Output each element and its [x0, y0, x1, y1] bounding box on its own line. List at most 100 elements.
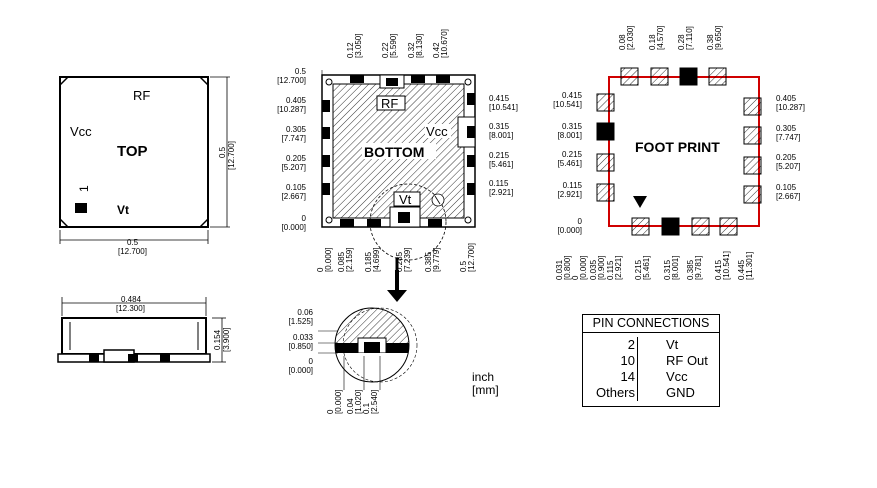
dim-inch-label: 0.18: [648, 34, 657, 50]
dim-inch-label: 0.215: [562, 150, 583, 159]
dim-inch-label: 0.215: [489, 151, 510, 160]
top-width-mm: [12.700]: [118, 247, 147, 256]
dim-mm-label: [2.667]: [776, 192, 800, 201]
pin1-triangle-icon: [633, 196, 647, 208]
pin-number: Others: [583, 385, 638, 401]
dim-mm-label: [1.525]: [289, 317, 313, 326]
dim-inch-label: 0: [302, 214, 307, 223]
dim-mm-label: [2.921]: [489, 188, 513, 197]
dim-inch-label: 0.305: [286, 125, 307, 134]
top-title: TOP: [117, 143, 148, 160]
dim-mm-label: [0.900]: [597, 256, 606, 280]
footprint-right-dims: 0.405[10.287]0.305[7.747]0.205[5.207]0.1…: [776, 94, 805, 201]
dim-mm-label: [12.700]: [467, 243, 476, 272]
side-width-mm: [12.300]: [116, 304, 145, 313]
dim-inch-label: 0.385: [686, 259, 695, 280]
dim-inch-label: 0.035: [589, 259, 598, 280]
top-rf-label: RF: [133, 88, 150, 103]
dim-mm-label: [10.541]: [553, 100, 582, 109]
dim-inch-label: 0.415: [562, 91, 583, 100]
bottom-right-dims: 0.415[10.541]0.315[8.001]0.215[5.461]0.1…: [489, 94, 518, 197]
dim-mm-label: [11.301]: [745, 252, 754, 280]
dim-inch-label: 0.405: [286, 96, 307, 105]
dim-mm-label: [3.050]: [354, 34, 363, 58]
pin-function: RF Out: [666, 353, 708, 368]
dim-inch-label: 0.105: [286, 183, 307, 192]
dim-mm-label: [4.570]: [656, 26, 665, 50]
dim-mm-label: [1.020]: [354, 390, 363, 414]
top-height-inch: 0.5: [218, 146, 227, 158]
bottom-vcc-label: Vcc: [426, 124, 448, 139]
dim-inch-label: 0.405: [776, 94, 797, 103]
units-mm: [mm]: [472, 383, 499, 397]
dim-inch-label: 0.115: [563, 181, 583, 190]
dim-mm-label: [9.779]: [432, 248, 441, 272]
dim-mm-label: [2.667]: [282, 192, 306, 201]
dim-mm-label: [5.207]: [776, 162, 800, 171]
pin-table-row: Others GND: [583, 385, 719, 401]
footprint-bottom-dims: 0.031[0.800]0[0.000]0.035[0.900]0.115[2.…: [555, 251, 754, 280]
dim-mm-label: [7.110]: [685, 26, 694, 50]
pin1-marker: [75, 203, 87, 213]
dim-mm-label: [5.461]: [558, 159, 582, 168]
top-vcc-label: Vcc: [70, 124, 92, 139]
footprint-view: FOOT PRINT 0.08[2.030]0.18[4.570]0.28[7.…: [553, 26, 805, 280]
dim-mm-label: [7.747]: [282, 134, 306, 143]
pin-function: GND: [666, 385, 695, 400]
dim-inch-label: 0.205: [286, 154, 307, 163]
dim-inch-label: 0.385: [424, 251, 433, 272]
dim-inch-label: 0.285: [395, 251, 404, 272]
dim-mm-label: [5.461]: [489, 160, 513, 169]
dim-mm-label: [5.590]: [389, 34, 398, 58]
dim-inch-label: 0.105: [776, 183, 797, 192]
dim-mm-label: [2.540]: [370, 390, 379, 414]
dim-inch-label: 0: [578, 217, 583, 226]
dim-mm-label: [5.207]: [282, 163, 306, 172]
dim-mm-label: [5.461]: [642, 256, 651, 280]
dim-mm-label: [0.800]: [563, 256, 572, 280]
dim-inch-label: 0.315: [663, 259, 672, 280]
pin-table-title: PIN CONNECTIONS: [583, 315, 719, 333]
dim-inch-label: 0.5: [459, 260, 468, 272]
dim-mm-label: [0.000]: [324, 248, 333, 272]
side-width-inch: 0.484: [121, 295, 142, 304]
dim-mm-label: [10.287]: [776, 103, 805, 112]
dim-inch-label: 0: [309, 357, 314, 366]
dim-inch-label: 0.08: [618, 34, 627, 50]
dim-inch-label: 0.085: [337, 251, 346, 272]
dim-mm-label: [0.000]: [579, 256, 588, 280]
dim-inch-label: 0.031: [555, 259, 564, 280]
footprint-top-dims: 0.08[2.030]0.18[4.570]0.28[7.110]0.38[9.…: [618, 26, 723, 50]
pin-number: 14: [583, 369, 638, 385]
detail-bottom-dims: 0[0.000]0.04[1.020]0.1[2.540]: [326, 390, 379, 414]
dim-mm-label: [0.850]: [289, 342, 313, 351]
detail-view: 0.06[1.525]0.033[0.850]0[0.000] 0[0.000]…: [289, 258, 418, 414]
dim-inch-label: 0.32: [407, 42, 416, 58]
dim-mm-label: [12.700]: [277, 76, 306, 85]
dim-mm-label: [9.781]: [694, 256, 703, 280]
dim-inch-label: 0.115: [489, 179, 509, 188]
dim-inch-label: 0.115: [606, 260, 615, 280]
top-height-mm: [12.700]: [227, 141, 236, 170]
dim-mm-label: [4.699]: [372, 248, 381, 272]
dim-inch-label: 0.445: [737, 259, 746, 280]
dim-inch-label: 0.22: [381, 42, 390, 58]
dim-inch-label: 0: [326, 409, 335, 414]
dim-inch-label: 0.12: [346, 42, 355, 58]
footprint-left-dims: 0.415[10.541]0.315[8.001]0.215[5.461]0.1…: [553, 91, 582, 235]
dim-mm-label: [10.287]: [277, 105, 306, 114]
dim-mm-label: [2.030]: [626, 26, 635, 50]
dim-inch-label: 0.06: [297, 308, 313, 317]
dim-mm-label: [10.670]: [440, 29, 449, 58]
bottom-bottom-dims: 0[0.000]0.085[2.159]0.185[4.699]0.285[7.…: [316, 243, 476, 272]
dim-inch-label: 0.033: [293, 333, 314, 342]
dim-inch-label: 0.205: [776, 153, 797, 162]
dim-mm-label: [7.747]: [776, 133, 800, 142]
side-height-inch: 0.154: [213, 329, 222, 350]
dim-inch-label: 0.315: [562, 122, 583, 131]
dim-inch-label: 0.215: [634, 259, 643, 280]
top-view: RF Vcc TOP 1 Vt 0.5 [12.700] 0.5 [12.700…: [59, 76, 236, 256]
